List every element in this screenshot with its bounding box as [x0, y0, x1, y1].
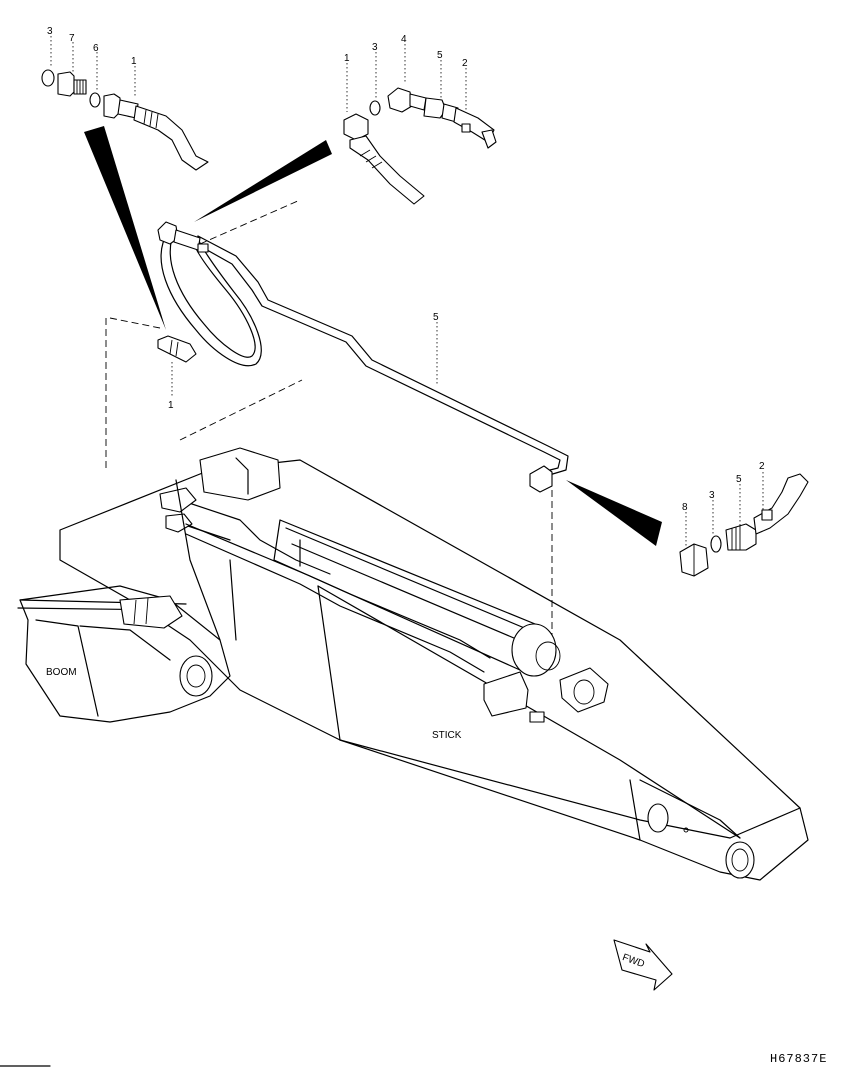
callout-5: 5	[437, 50, 443, 61]
elbow-fitting-4	[387, 87, 427, 113]
boom-pin	[179, 655, 213, 697]
callout-4: 4	[401, 34, 407, 45]
boom-label: BOOM	[46, 667, 77, 678]
o-ring-3	[41, 69, 55, 87]
detail-top-center: 1 3 4 5 2	[343, 34, 497, 205]
drawing-reference-code: H67837E	[770, 1052, 827, 1066]
o-ring-3	[369, 100, 381, 116]
callout-5: 5	[736, 474, 742, 485]
adapter-5	[423, 97, 459, 123]
callout-1-hose: 1	[168, 400, 174, 411]
stick-end-pin	[725, 841, 755, 879]
pointer-top-center	[194, 140, 332, 222]
detail-right: 8 3 5 2	[679, 461, 809, 577]
callout-3: 3	[47, 26, 53, 37]
hose-1-top-left	[103, 93, 209, 171]
callout-2: 2	[462, 58, 468, 69]
tube-2	[453, 107, 497, 149]
callout-1: 1	[344, 53, 350, 64]
hose-loop-inner	[169, 227, 256, 358]
cylinder-head-block	[199, 447, 281, 501]
cap-8	[679, 543, 709, 577]
callout-2: 2	[759, 461, 765, 472]
callout-3: 3	[709, 490, 715, 501]
hose-1-top-center	[343, 113, 425, 205]
callout-1: 1	[131, 56, 137, 67]
cylinder-rod-end	[511, 623, 557, 677]
callout-3: 3	[372, 42, 378, 53]
clip	[761, 509, 773, 521]
pointer-right	[566, 480, 662, 546]
o-ring-3	[710, 535, 722, 553]
callout-5-tube: 5	[433, 312, 439, 323]
tube-5	[197, 235, 569, 477]
clip	[461, 123, 471, 133]
pointer-top-left	[84, 126, 166, 330]
tube-2	[753, 473, 809, 535]
stick-link-pin	[647, 803, 669, 833]
tube-end-fitting	[529, 465, 553, 493]
detail-pointers	[84, 126, 662, 546]
boom-fitting-block	[119, 595, 183, 629]
cylinder-eye	[559, 667, 609, 713]
adapter-5	[725, 523, 757, 551]
stick-label: STICK	[432, 730, 462, 741]
callout-6: 6	[93, 43, 99, 54]
hydraulic-line-assembly: 5 1	[157, 221, 569, 493]
fitting-7	[57, 71, 87, 97]
boom-stick-assembly: BOOM STICK	[17, 447, 809, 881]
leader-lines	[105, 199, 553, 640]
tube-clamp	[197, 243, 209, 253]
forward-arrow-icon: FWD	[613, 939, 673, 991]
hose-loop	[160, 231, 262, 367]
callout-8: 8	[682, 502, 688, 513]
callout-7: 7	[69, 33, 75, 44]
cylinder-block	[483, 671, 529, 717]
detail-top-left: 3 7 6 1	[41, 26, 209, 171]
o-ring-6	[89, 92, 101, 108]
